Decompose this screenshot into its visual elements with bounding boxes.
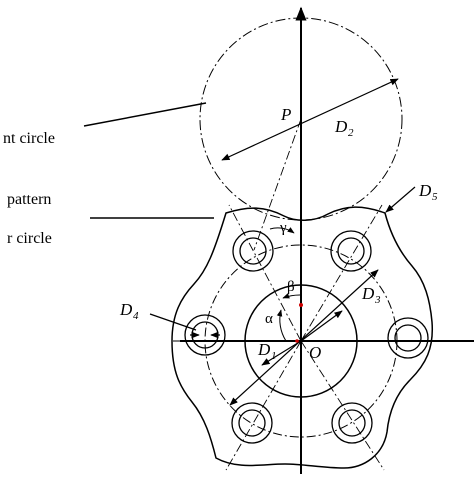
bolt-pattern-circle — [204, 244, 398, 438]
d1-dimension — [261, 340, 302, 366]
subscript-5: 5 — [432, 191, 438, 203]
d1-dimension-b — [300, 310, 343, 342]
subscript-2: 2 — [348, 127, 354, 139]
subscript-4: 4 — [133, 310, 139, 322]
d4-leader — [149, 313, 197, 331]
symbol-d3: D — [361, 284, 375, 303]
flange-outline — [171, 206, 434, 469]
label-outer-circle: r circle — [7, 230, 52, 247]
symbol-beta: β — [287, 279, 295, 295]
symbol-d5: D — [418, 181, 432, 200]
bolt-holes — [184, 230, 429, 444]
bolt-hole-5 — [231, 402, 273, 444]
symbol-gamma: γ — [279, 220, 287, 236]
label-pattern: pattern — [7, 191, 51, 208]
construction-lines — [172, 118, 385, 471]
beta-arc — [282, 293, 302, 299]
symbol-d4: D — [119, 300, 133, 319]
bolt-hole-6 — [331, 402, 373, 444]
center-markers — [295, 303, 303, 343]
dimension-lines — [149, 78, 416, 406]
bolt-hole-4 — [387, 317, 429, 359]
d3-dimension — [229, 269, 379, 406]
symbol-d2: D — [334, 117, 348, 136]
bolt-hole-3 — [184, 314, 226, 356]
angle-arcs — [269, 227, 302, 342]
symbol-o: O — [309, 343, 321, 362]
gamma-arc — [269, 227, 295, 234]
alpha-arc — [276, 309, 287, 342]
symbol-d1: D — [257, 340, 271, 359]
leader-top-circle — [83, 102, 207, 127]
subscript-1: 1 — [271, 350, 277, 362]
bolt-hole-2 — [330, 230, 372, 272]
d5-leader — [385, 186, 416, 213]
subscript-3: 3 — [374, 294, 381, 306]
symbol-p: P — [280, 105, 291, 124]
symbol-alpha: α — [265, 311, 273, 327]
d2-dimension — [221, 78, 399, 161]
label-top-circle: nt circle — [3, 130, 55, 147]
bolt-hole-1 — [232, 230, 274, 272]
